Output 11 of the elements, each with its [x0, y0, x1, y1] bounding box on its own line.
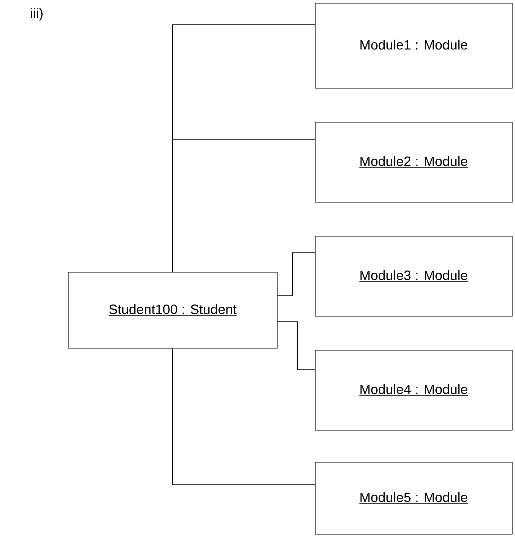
object-box: Module4 : Module [315, 350, 513, 431]
connector-line [277, 322, 316, 370]
object-box: Module2 : Module [315, 122, 513, 203]
connector-line [172, 140, 316, 272]
label-text: iii) [31, 8, 43, 21]
object-box: Student100 : Student [68, 272, 278, 349]
connector-line [172, 348, 316, 486]
object-box: Module1 : Module [315, 3, 513, 89]
connector-line [277, 252, 316, 296]
object-box: Module5 : Module [315, 462, 513, 535]
object-box: Module3 : Module [315, 236, 513, 317]
